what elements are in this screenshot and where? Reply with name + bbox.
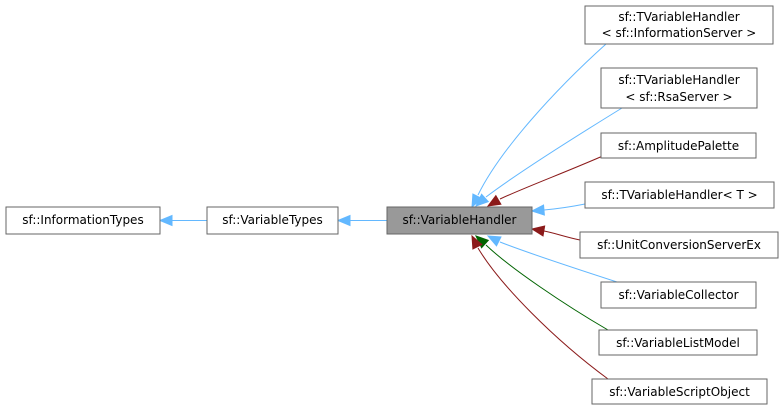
edge-line — [543, 230, 581, 241]
node-variable-collector-label: sf::VariableCollector — [618, 288, 738, 302]
edge-tvh-information-server-to-variable-handler — [471, 43, 607, 209]
node-amplitude-palette[interactable]: sf::AmplitudePalette — [600, 132, 757, 159]
node-information-types[interactable]: sf::InformationTypes — [5, 206, 161, 235]
edge-line — [485, 244, 609, 331]
edge-arrowhead — [530, 225, 546, 237]
node-unit-conversion-server-ex[interactable]: sf::UnitConversionServerEx — [579, 231, 779, 259]
edge-variable-handler-to-variable-types — [336, 214, 387, 227]
node-variable-handler-label: sf::VariableHandler — [403, 213, 517, 227]
edge-arrowhead — [158, 214, 173, 227]
node-information-types-label: sf::InformationTypes — [22, 213, 143, 227]
edge-arrowhead — [486, 235, 502, 247]
edge-line — [477, 247, 609, 380]
node-variable-list-model-label: sf::VariableListModel — [616, 336, 740, 350]
node-variable-types[interactable]: sf::VariableTypes — [206, 206, 339, 235]
node-tvariablehandler-rsaserver-line1: sf::TVariableHandler — [618, 73, 739, 87]
edge-arrowhead — [471, 193, 483, 209]
node-tvariablehandler-rsaserver-line2: < sf::RsaServer > — [625, 90, 732, 104]
edge-line — [477, 43, 607, 196]
edge-variable-script-object-to-variable-handler — [471, 234, 609, 380]
edge-line — [543, 203, 586, 211]
node-tvariablehandler-t-label: sf::TVariableHandler< T > — [601, 188, 757, 202]
edge-arrowhead — [336, 214, 351, 227]
node-tvariablehandler-rsaserver[interactable]: sf::TVariableHandler < sf::RsaServer > — [600, 67, 758, 109]
node-amplitude-palette-label: sf::AmplitudePalette — [618, 139, 739, 153]
node-variable-handler[interactable]: sf::VariableHandler — [386, 206, 533, 235]
edge-line — [485, 107, 623, 198]
node-unit-conversion-server-ex-label: sf::UnitConversionServerEx — [597, 238, 761, 252]
node-tvariablehandler-t[interactable]: sf::TVariableHandler< T > — [584, 181, 775, 209]
node-variable-list-model[interactable]: sf::VariableListModel — [598, 329, 758, 356]
edge-line — [499, 241, 618, 283]
edge-arrowhead — [471, 234, 483, 250]
node-variable-script-object-label: sf::VariableScriptObject — [609, 385, 750, 399]
edge-variable-types-to-information-types — [158, 214, 207, 227]
edge-arrowhead — [475, 193, 490, 207]
node-variable-collector[interactable]: sf::VariableCollector — [600, 281, 757, 309]
node-variable-script-object[interactable]: sf::VariableScriptObject — [591, 378, 768, 405]
node-tvariablehandler-informationserver-line2: < sf::InformationServer > — [602, 26, 757, 40]
edge-arrowhead — [486, 194, 502, 207]
node-tvariablehandler-informationserver[interactable]: sf::TVariableHandler < sf::InformationSe… — [584, 5, 774, 45]
node-tvariablehandler-informationserver-line1: sf::TVariableHandler — [618, 10, 739, 24]
edge-unit-conversion-to-variable-handler — [530, 225, 581, 241]
edges-layer — [158, 43, 626, 380]
edge-tvh-t-to-variable-handler — [530, 203, 586, 216]
edge-variable-collector-to-variable-handler — [486, 235, 618, 283]
node-variable-types-label: sf::VariableTypes — [222, 213, 323, 227]
edge-tvh-rsa-server-to-variable-handler — [475, 107, 623, 207]
edge-arrowhead — [530, 204, 545, 216]
